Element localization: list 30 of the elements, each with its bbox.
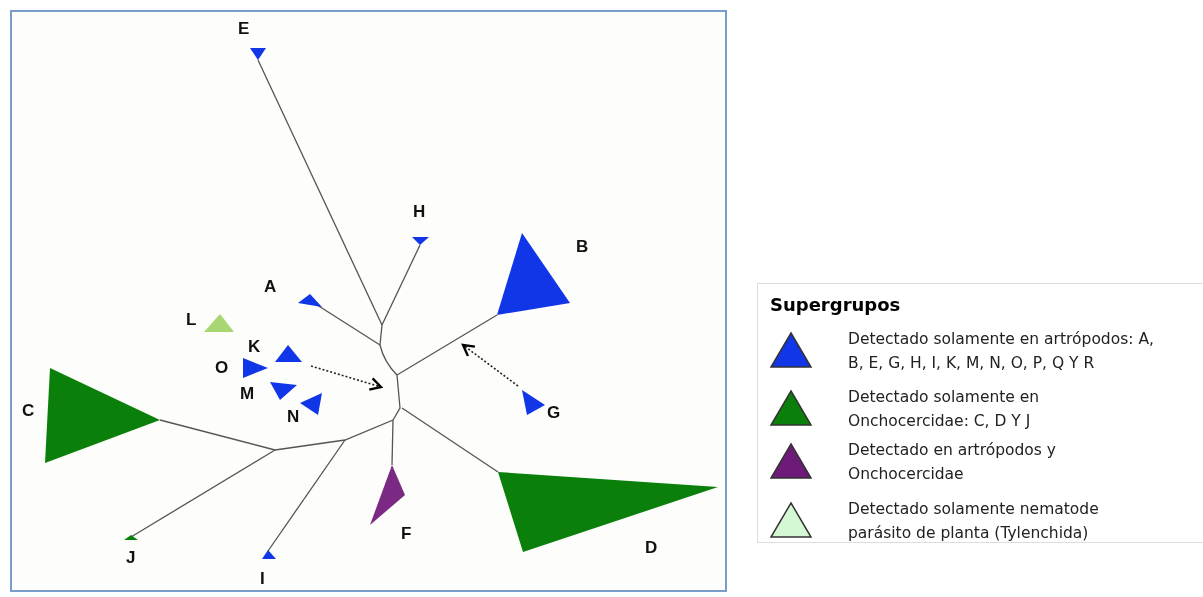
legend-text: Detectado solamente nematode parásito de planta (Tylenchida)	[848, 499, 1100, 544]
dotted-arrow	[310, 365, 383, 391]
clade-letter: G	[547, 404, 561, 422]
clade-letter: E	[238, 20, 250, 38]
legend-text: Detectado solamente en artrópodos: A, B, E, G, H, I, K, M, N, O, P, Q Y R	[848, 329, 1155, 374]
clade-letter: I	[260, 570, 265, 588]
clade-letter: B	[576, 238, 589, 256]
clade-letter: L	[186, 311, 197, 329]
clade-letter: N	[287, 408, 300, 426]
tree-branch	[381, 244, 421, 326]
tree-branch	[130, 449, 276, 538]
clade-letter: K	[248, 338, 261, 356]
clade-letter: J	[126, 549, 136, 567]
clade-letter: F	[401, 525, 412, 543]
legend-title: Supergrupos	[770, 294, 901, 315]
legend-text: Detectado en artrópodos y Onchocercidae	[848, 440, 1057, 485]
clade-letter: H	[413, 203, 426, 221]
legend-text: Detectado solamente en Onchocercidae: C, D Y J	[848, 387, 1041, 432]
tree-branch	[391, 419, 394, 466]
dotted-arrow	[461, 343, 519, 387]
tree-branch	[396, 314, 498, 376]
clade-letter: M	[240, 385, 255, 403]
tree-branch	[267, 439, 346, 552]
tree-branch	[401, 407, 499, 473]
clade-letter: A	[264, 278, 277, 296]
clade-letter: O	[215, 359, 229, 377]
tree-branch	[257, 59, 383, 326]
clade-letter: D	[645, 539, 658, 557]
clade-letter: C	[22, 402, 35, 420]
tree-branch	[159, 419, 276, 451]
